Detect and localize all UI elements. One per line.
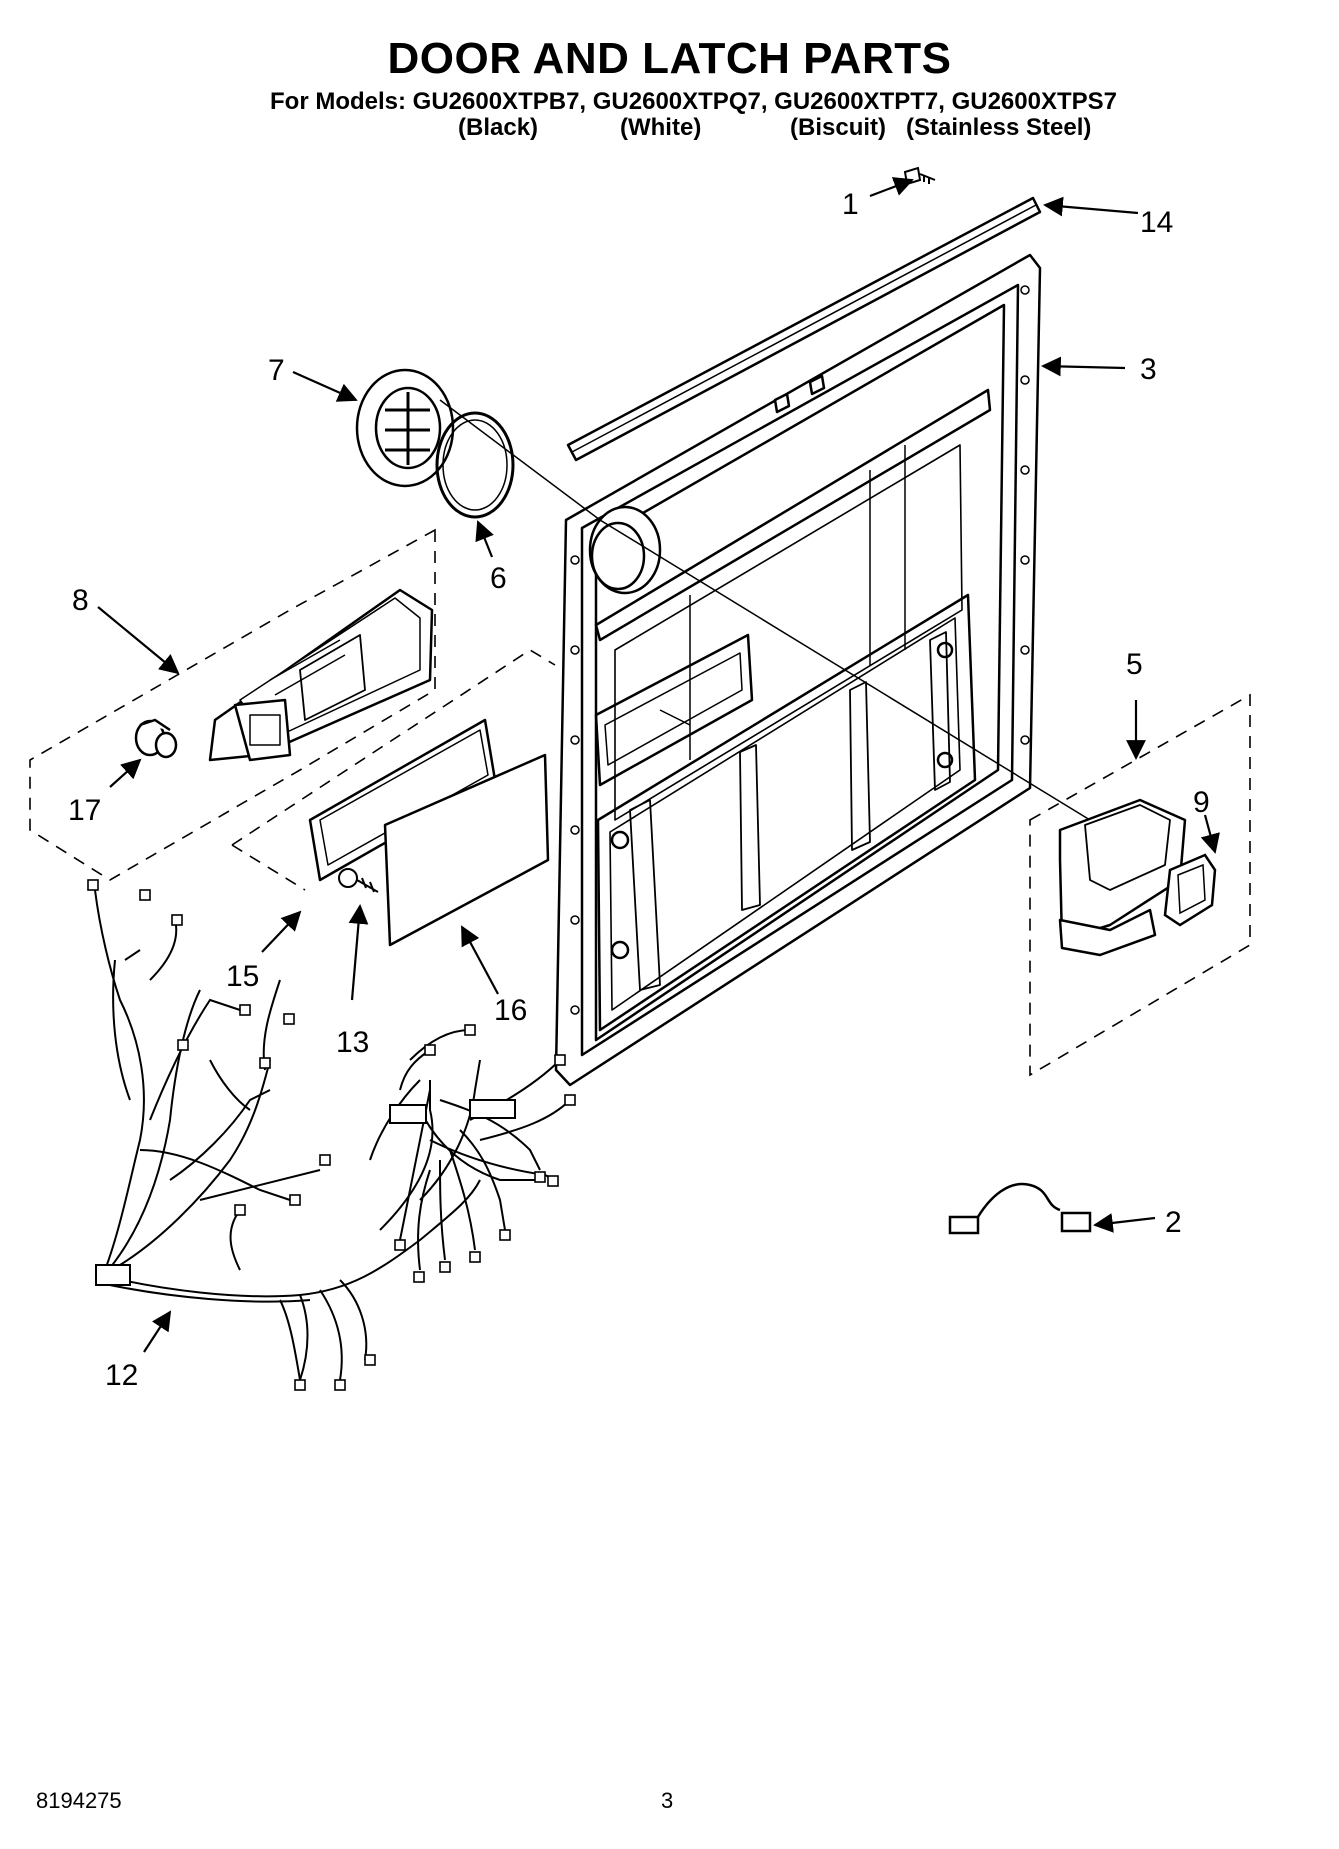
variant-black: (Black) xyxy=(458,114,539,141)
knob-part-17 xyxy=(134,718,178,759)
callout-12: 12 xyxy=(105,1359,138,1392)
callout-5: 5 xyxy=(1126,648,1143,681)
vent-assembly-dashed-box xyxy=(1029,693,1251,1077)
leader-1 xyxy=(869,177,914,198)
callout-6: 6 xyxy=(490,562,507,595)
callout-1: 1 xyxy=(842,188,859,221)
leader-13 xyxy=(348,904,369,1001)
leader-2 xyxy=(1093,1213,1156,1233)
callout-13: 13 xyxy=(336,1026,369,1059)
gasket-part-9 xyxy=(1163,853,1217,927)
leader-8 xyxy=(97,606,180,675)
inner-door-panel xyxy=(554,253,1042,1087)
gasket-part-6 xyxy=(435,411,515,519)
leader-3 xyxy=(1041,356,1126,377)
control-board-dashed-outline xyxy=(231,649,556,891)
leader-arrows xyxy=(97,177,1220,1353)
leader-16 xyxy=(461,925,499,995)
leader-15 xyxy=(261,910,302,953)
leader-14 xyxy=(1043,196,1139,217)
top-vent-rail xyxy=(566,196,1042,462)
page-title: DOOR AND LATCH PARTS xyxy=(387,34,952,83)
callout-9: 9 xyxy=(1193,786,1210,819)
leader-7 xyxy=(292,370,358,402)
callout-7: 7 xyxy=(268,354,285,387)
vent-assembly-part-5 xyxy=(1058,798,1187,957)
callout-16: 16 xyxy=(494,994,527,1027)
leader-12 xyxy=(143,1310,172,1353)
latch-assembly-dashed-box xyxy=(29,528,436,881)
leader-6 xyxy=(475,520,494,558)
document-number: 8194275 xyxy=(36,1788,122,1813)
callout-15: 15 xyxy=(226,960,259,993)
callout-8: 8 xyxy=(72,584,89,617)
callout-14: 14 xyxy=(1140,206,1173,239)
switch-cable-part-2 xyxy=(948,1182,1092,1235)
variant-stainless-steel: (Stainless Steel) xyxy=(906,114,1092,141)
models-line: For Models: GU2600XTPB7, GU2600XTPQ7, GU… xyxy=(270,88,1117,115)
page-number: 3 xyxy=(661,1788,674,1813)
callout-17: 17 xyxy=(68,794,101,827)
control-board-part-16 xyxy=(383,753,550,947)
latch-assembly-part-8 xyxy=(208,588,434,762)
leader-9 xyxy=(1200,814,1220,854)
leader-17 xyxy=(109,758,142,788)
control-board-part-15 xyxy=(308,718,497,882)
screw-part-13 xyxy=(338,868,379,893)
callout-3: 3 xyxy=(1140,353,1157,386)
variant-biscuit: (Biscuit) xyxy=(790,114,886,141)
variant-white: (White) xyxy=(620,114,702,141)
callout-2: 2 xyxy=(1165,1206,1182,1239)
dispenser-cap-part-7 xyxy=(355,368,455,488)
wiring-harness-part-12 xyxy=(87,879,576,1391)
alignment-line xyxy=(439,399,1091,821)
